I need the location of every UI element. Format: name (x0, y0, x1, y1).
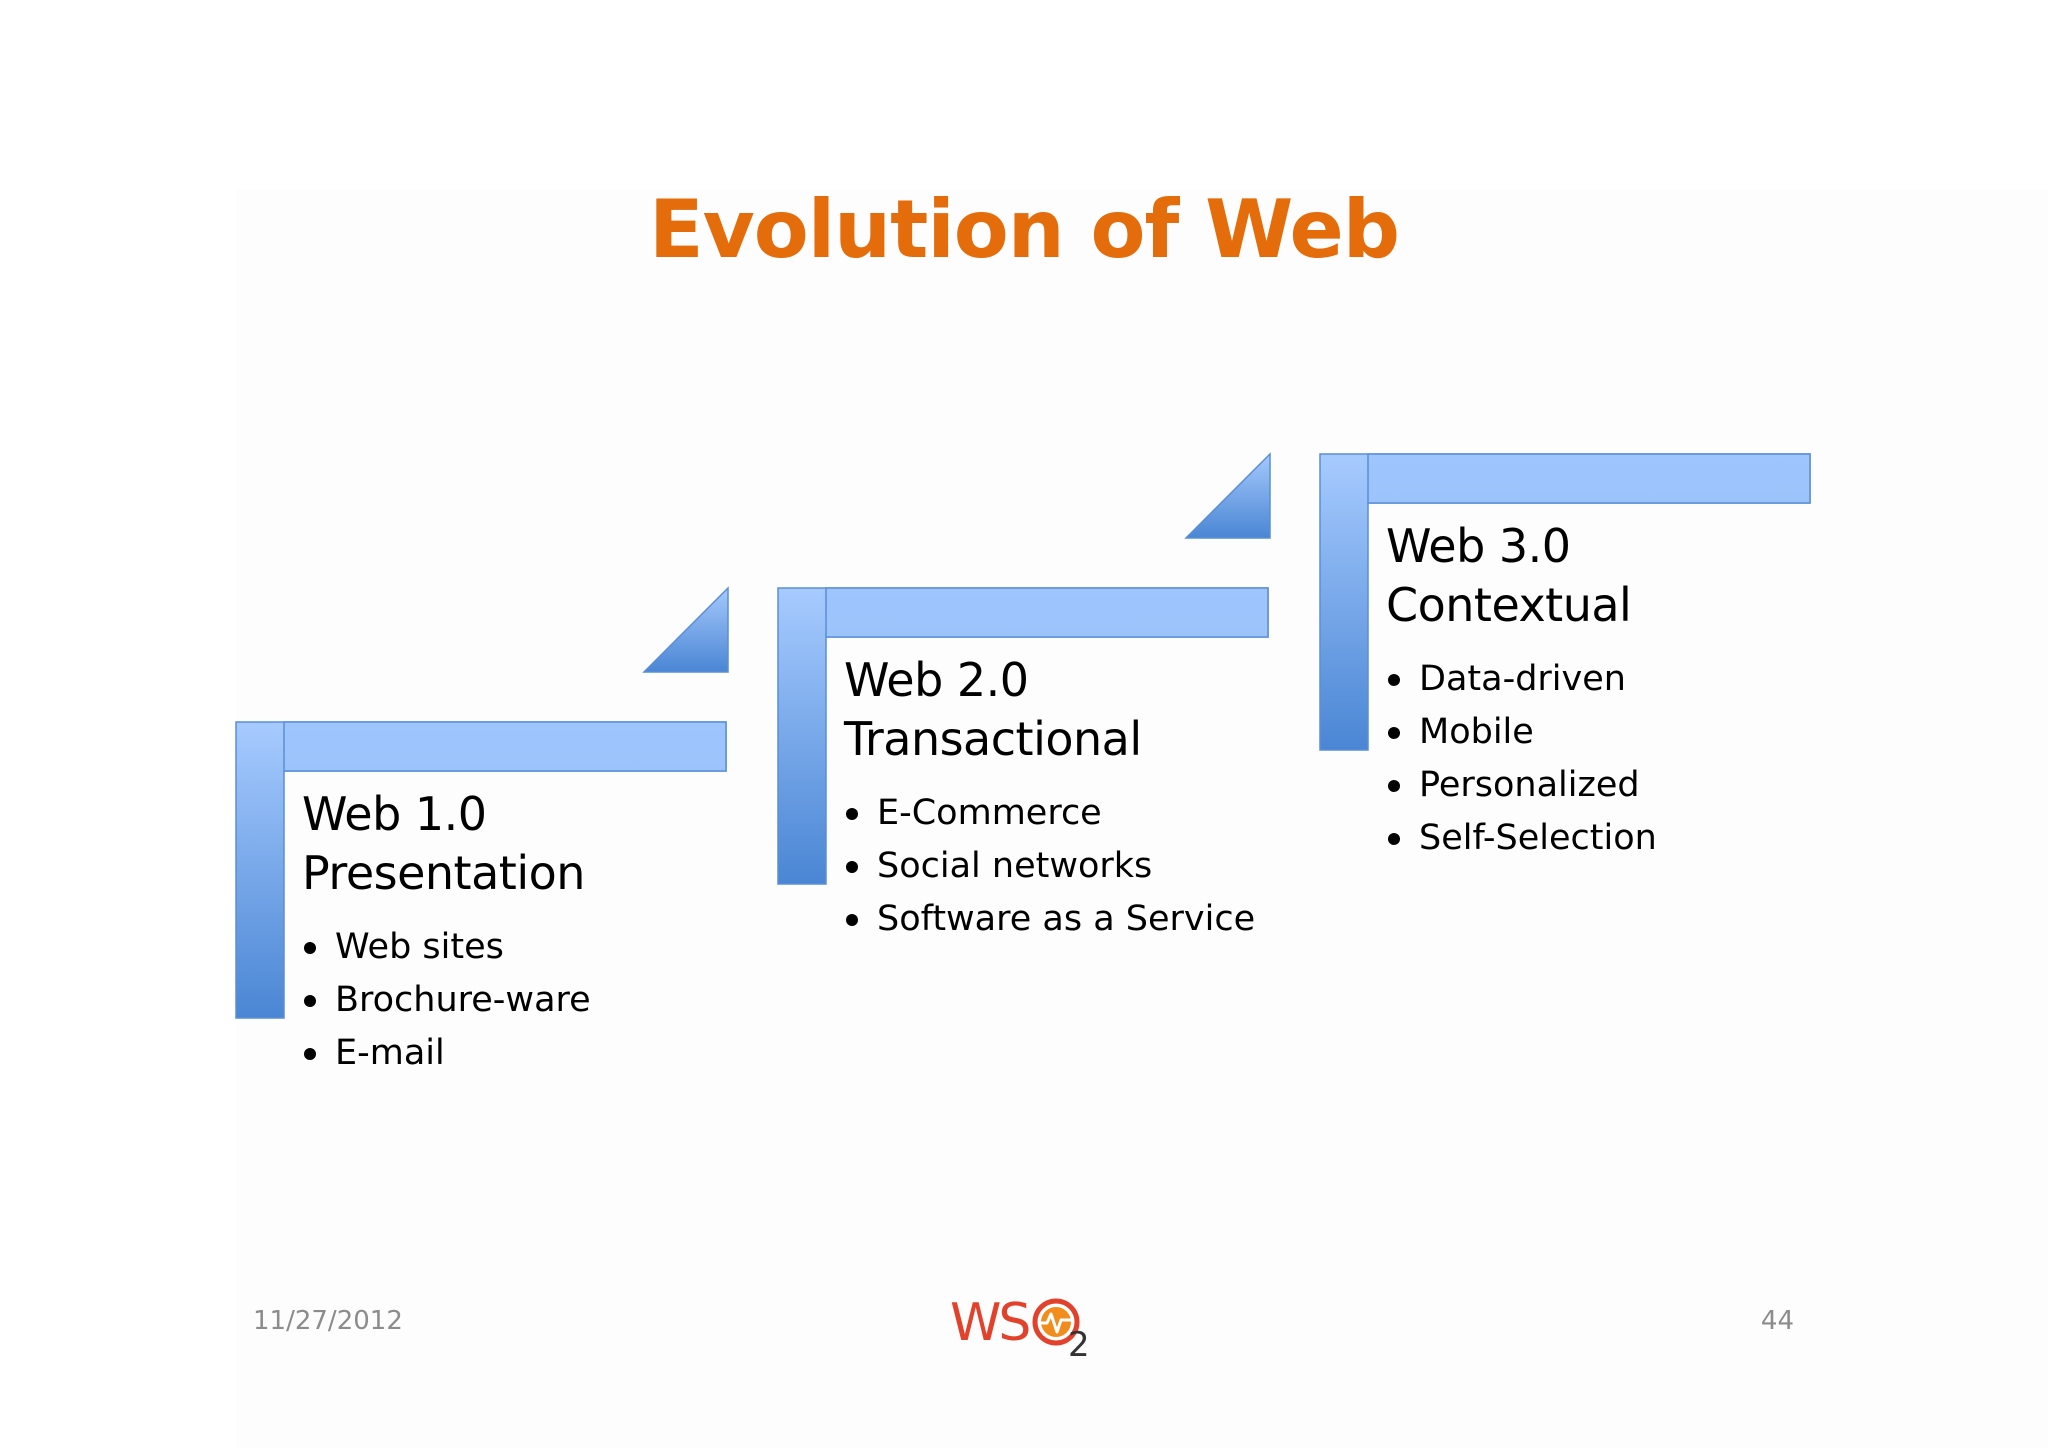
step-3-bracket-shape (1319, 453, 1812, 751)
footer-date: 11/27/2012 (253, 1306, 403, 1336)
logo-circle-fill-icon (1041, 1307, 1071, 1337)
step-connector-triangle-1 (642, 586, 729, 674)
stage-bullet-list: E-Commerce Social networks Software as a… (844, 787, 1255, 946)
page-number: 44 (1760, 1306, 1794, 1336)
bullet-dot-icon (1388, 780, 1400, 792)
bullet-dot-icon (1388, 727, 1400, 739)
bullet-text: Social networks (877, 846, 1153, 886)
logo-text-sub: 2 (1068, 1325, 1090, 1358)
bullet-item: E-Commerce (844, 787, 1255, 840)
step-connector-triangle-2 (1184, 452, 1271, 540)
bullet-item: Data-driven (1386, 653, 1657, 706)
stage-version: Web 2.0 (844, 653, 1029, 707)
bullet-item: Self-Selection (1386, 812, 1657, 865)
bullet-text: Data-driven (1419, 659, 1626, 699)
stage-name: Contextual (1386, 578, 1632, 632)
slide-background (236, 190, 2048, 1448)
stage-web-2: Web 2.0 Transactional E-Commerce Social … (844, 651, 1255, 946)
step-2-bracket-shape (777, 587, 1270, 885)
stage-version: Web 1.0 (302, 787, 487, 841)
bullet-dot-icon (846, 914, 858, 926)
bullet-text: E-Commerce (877, 793, 1102, 833)
bullet-dot-icon (304, 942, 316, 954)
bullet-text: Self-Selection (1419, 818, 1657, 858)
bullet-item: Brochure-ware (302, 974, 591, 1027)
bullet-item: Personalized (1386, 759, 1657, 812)
logo-pulse-icon (1038, 1312, 1074, 1334)
bullet-dot-icon (304, 1048, 316, 1060)
stage-web-1: Web 1.0 Presentation Web sites Brochure-… (302, 785, 591, 1080)
bullet-dot-icon (1388, 674, 1400, 686)
stage-version: Web 3.0 (1386, 519, 1571, 573)
bullet-item: Web sites (302, 921, 591, 974)
bullet-dot-icon (846, 808, 858, 820)
bullet-text: Personalized (1419, 765, 1640, 805)
bullet-item: E-mail (302, 1027, 591, 1080)
bullet-item: Social networks (844, 840, 1255, 893)
slide-title: Evolution of Web (648, 183, 1400, 276)
bullet-text: Brochure-ware (335, 980, 591, 1020)
stage-web-3: Web 3.0 Contextual Data-driven Mobile Pe… (1386, 517, 1657, 865)
stage-bullet-list: Web sites Brochure-ware E-mail (302, 921, 591, 1080)
bullet-text: Software as a Service (877, 899, 1256, 939)
logo-text-main: WS (950, 1293, 1029, 1353)
step-1-bracket-shape (235, 721, 728, 1019)
bullet-text: Mobile (1419, 712, 1534, 752)
stage-name: Transactional (844, 712, 1142, 766)
stage-bullet-list: Data-driven Mobile Personalized Self-Sel… (1386, 653, 1657, 865)
bullet-text: Web sites (335, 927, 504, 967)
bullet-item: Mobile (1386, 706, 1657, 759)
bullet-item: Software as a Service (844, 893, 1255, 946)
wso2-logo: WS 2 (950, 1290, 1100, 1365)
bullet-dot-icon (846, 861, 858, 873)
bullet-dot-icon (304, 995, 316, 1007)
bullet-text: E-mail (335, 1033, 445, 1073)
bullet-dot-icon (1388, 833, 1400, 845)
stage-name: Presentation (302, 846, 585, 900)
